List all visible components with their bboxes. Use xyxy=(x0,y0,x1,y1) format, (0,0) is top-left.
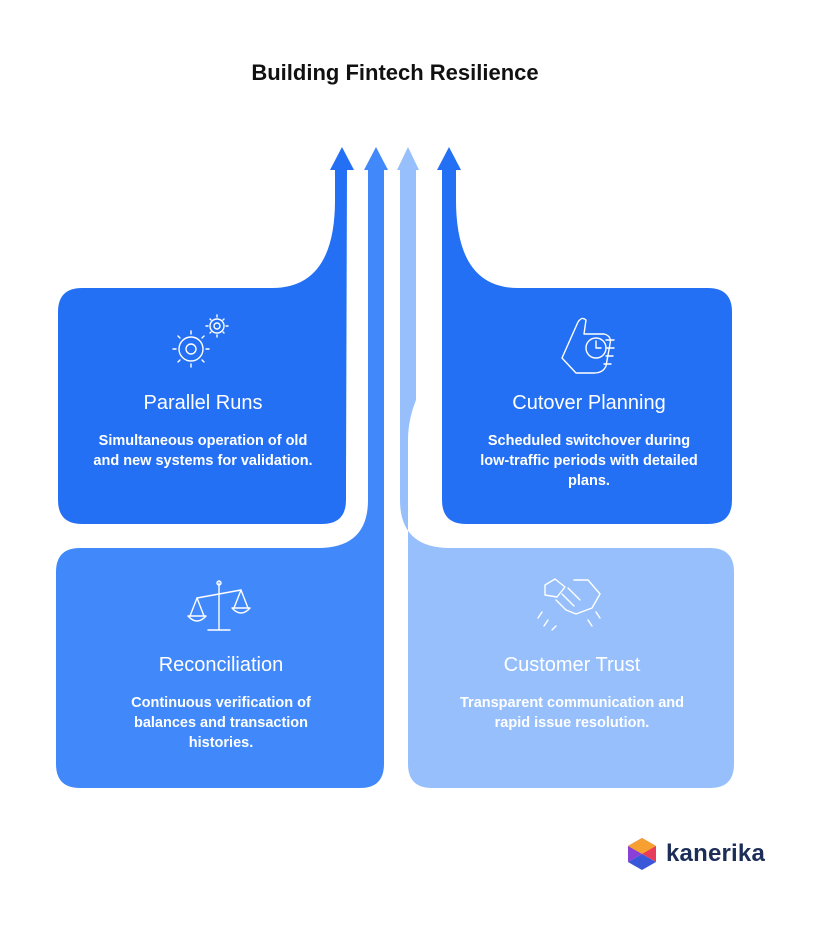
kanerika-logo: kanerika xyxy=(628,836,765,872)
card-customer-trust: Customer Trust Transparent communication… xyxy=(424,654,720,733)
reconciliation-shape xyxy=(56,147,388,788)
arrow-head-dark-right xyxy=(437,147,461,170)
card-cutover-planning: Cutover Planning Scheduled switchover du… xyxy=(458,392,720,491)
handshake-icon xyxy=(537,578,601,631)
card-description: Continuous verification of balances and … xyxy=(131,695,311,751)
brand-name: kanerika xyxy=(666,840,766,867)
card-title: Parallel Runs xyxy=(143,392,263,414)
card-title: Customer Trust xyxy=(503,654,641,676)
page-title: Building Fintech Resilience xyxy=(251,60,539,85)
card-title: Reconciliation xyxy=(158,654,284,676)
arrow-head-dark-left xyxy=(330,147,354,170)
arrow-head-mid xyxy=(364,147,388,170)
card-reconciliation: Reconciliation Continuous verification o… xyxy=(72,654,370,753)
gears-icon xyxy=(172,314,229,368)
card-description: Scheduled switchover during low-traffic … xyxy=(480,433,698,489)
arrow-head-light xyxy=(397,147,419,170)
card-parallel-runs: Parallel Runs Simultaneous operation of … xyxy=(72,392,334,471)
customer-trust-shape xyxy=(397,147,734,788)
card-title: Cutover Planning xyxy=(512,392,666,414)
card-description: Transparent communication and rapid issu… xyxy=(460,695,684,731)
card-description: Simultaneous operation of old and new sy… xyxy=(93,433,313,469)
cutover-planning-shape xyxy=(437,147,732,524)
balance-scale-icon xyxy=(187,580,251,631)
thumbs-up-icon xyxy=(561,317,615,374)
kanerika-logo-mark xyxy=(628,838,656,870)
